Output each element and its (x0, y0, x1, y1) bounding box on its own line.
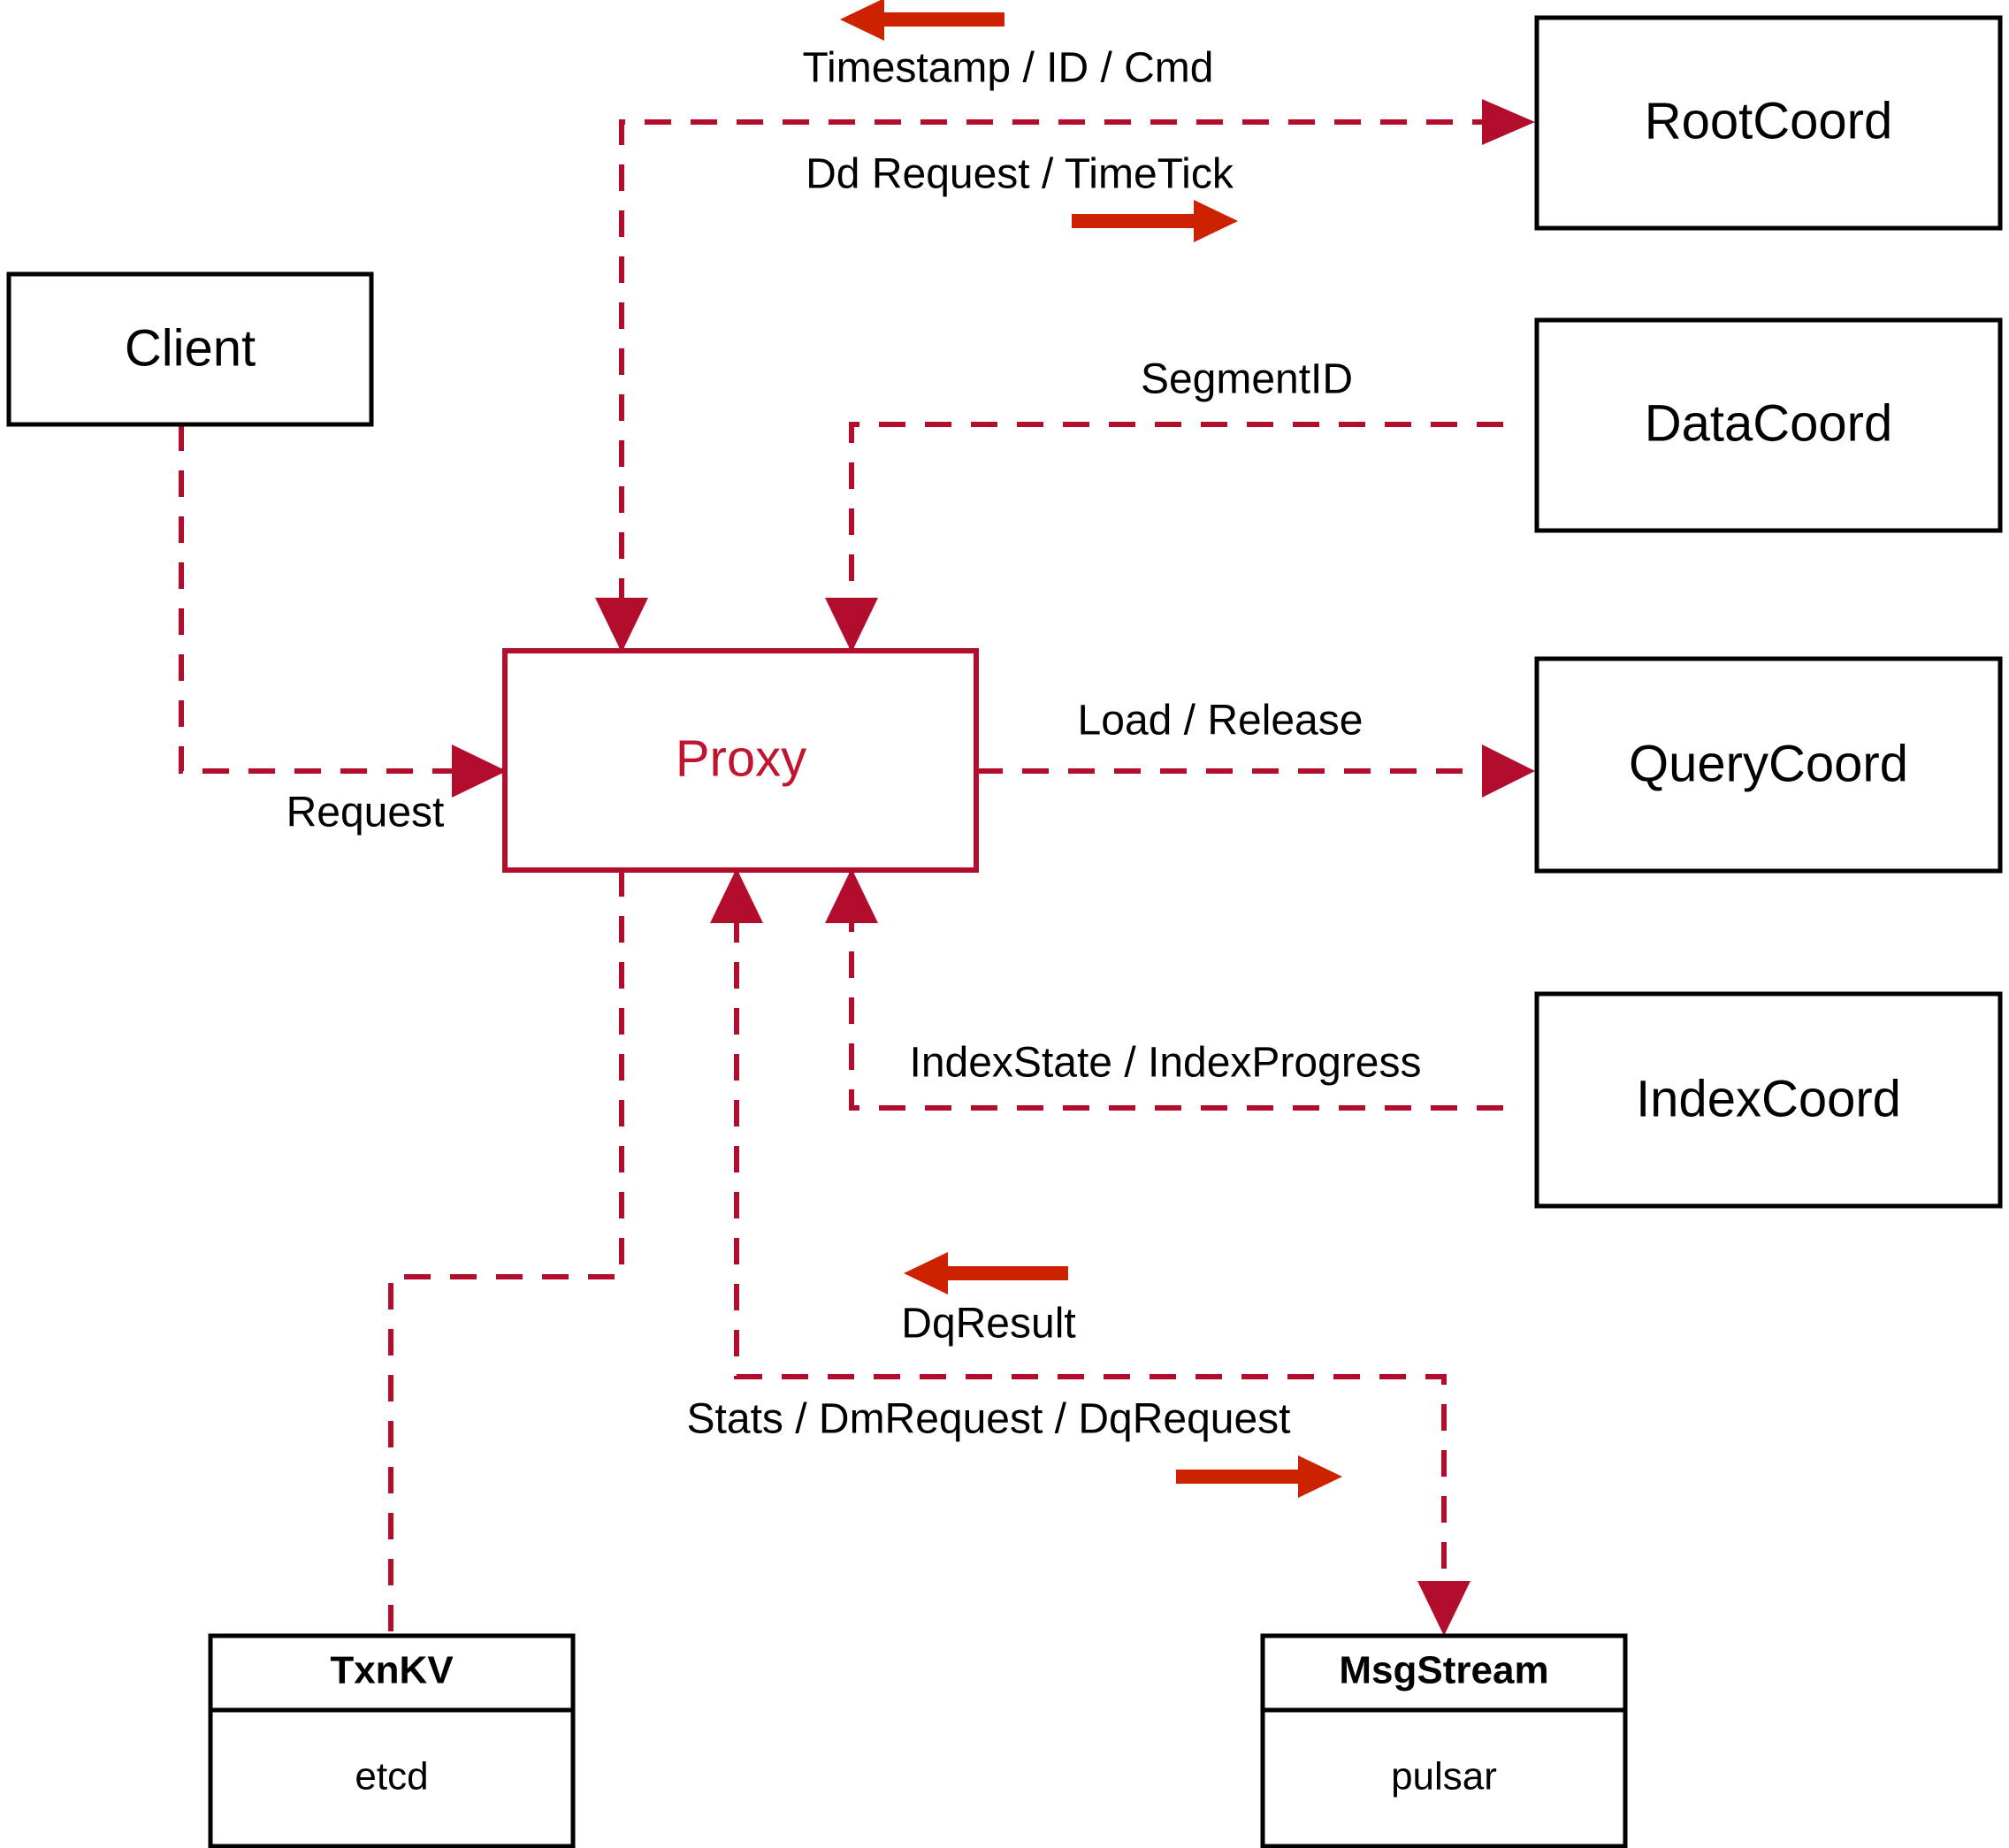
node-indexcoord-box[interactable] (1534, 991, 2003, 1209)
edge-msgstream-to-proxy-arrowhead (710, 868, 763, 923)
node-datacoord-label: DataCoord (1645, 394, 1892, 452)
edge-label-load-release: Load / Release (1078, 698, 1364, 745)
node-txnkv-box[interactable] (208, 1633, 576, 1848)
node-client-box[interactable] (6, 271, 374, 427)
edge-label-indexstate-indexprogress: IndexState / IndexProgress (910, 1040, 1422, 1087)
edge-label-request: Request (286, 790, 445, 836)
edge-client-to-proxy-arrowhead (452, 745, 507, 798)
edge-proxy-to-rootcoord-path (619, 119, 1503, 651)
direction-arrow-msgstream-to-proxy (904, 1252, 1068, 1294)
node-rootcoord-label: RootCoord (1645, 92, 1892, 149)
edge-label-dd-request-timetick: Dd Request / TimeTick (806, 151, 1234, 198)
direction-arrow-proxy-to-msgstream (1176, 1455, 1342, 1498)
node-datacoord-box[interactable] (1534, 317, 2003, 533)
edge-rootcoord-to-proxy-arrowhead (595, 598, 648, 653)
edge-proxy-to-querycoord-arrowhead (1482, 745, 1535, 798)
direction-arrow-rootcoord-to-proxy (840, 0, 1004, 41)
node-txnkv-header: TxnKV (330, 1649, 454, 1692)
node-rootcoord-box[interactable] (1534, 15, 2003, 231)
node-client-label: Client (125, 319, 256, 377)
edge-datacoord-to-proxy-arrowhead (825, 598, 878, 653)
node-txnkv-body: etcd (355, 1755, 428, 1798)
node-indexcoord-label: IndexCoord (1636, 1070, 1901, 1127)
edge-label-stats-dmrequest-dqrequest: Stats / DmRequest / DqRequest (687, 1396, 1291, 1443)
node-msgstream-body: pulsar (1391, 1755, 1497, 1798)
edge-proxy-to-msgstream-path (734, 870, 1447, 1634)
edge-indexcoord-to-proxy-arrowhead (825, 868, 878, 923)
edge-proxy-to-msgstream-arrowhead (1417, 1581, 1470, 1636)
edge-indexcoord-to-proxy-path (849, 870, 1503, 1111)
node-querycoord-label: QueryCoord (1629, 735, 1908, 792)
edge-client-to-proxy-path (179, 424, 505, 774)
direction-arrow-proxy-to-rootcoord (1072, 200, 1238, 242)
edge-datacoord-to-proxy-path (849, 422, 1503, 651)
node-proxy-label: Proxy (676, 729, 806, 787)
edge-proxy-to-rootcoord-arrowhead (1482, 99, 1535, 145)
node-querycoord-box[interactable] (1534, 656, 2003, 874)
node-msgstream-box[interactable] (1260, 1633, 1628, 1848)
node-msgstream-header: MsgStream (1339, 1649, 1548, 1692)
edge-proxy-to-txnkv-path (388, 870, 624, 1636)
edge-label-segmentid: SegmentID (1141, 356, 1353, 403)
edge-label-timestamp-id-cmd: Timestamp / ID / Cmd (803, 45, 1214, 92)
edge-label-dqresult: DqResult (901, 1301, 1075, 1348)
node-proxy-box[interactable] (502, 648, 979, 873)
